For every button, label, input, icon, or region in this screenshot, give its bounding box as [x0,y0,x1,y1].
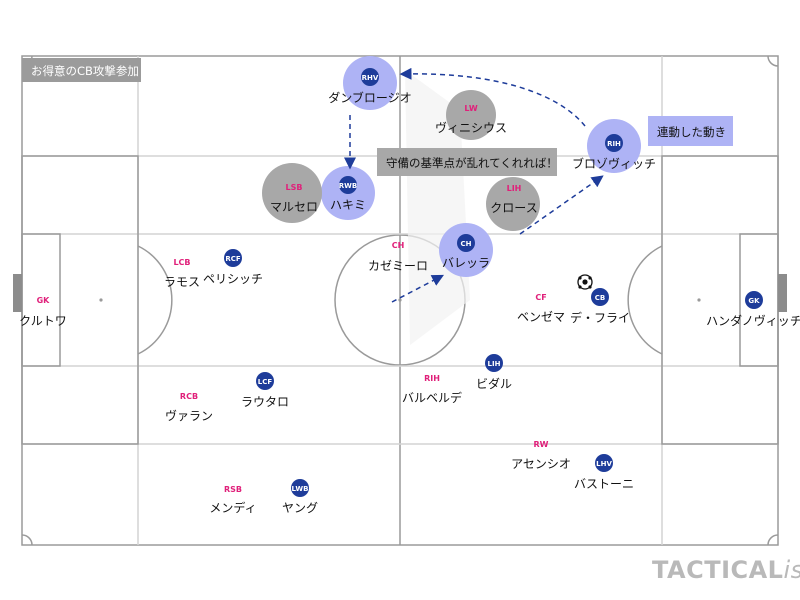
brand-logo: TACTICALista [652,556,800,584]
away-player-name-cb: デ・フライ [570,310,630,325]
right-penalty-spot [697,298,701,302]
home-player-pos-rcb: RCB [180,392,198,401]
home-player-pos-lih: LIH [507,184,522,193]
away-player-name-lwb: ヤング [282,501,318,515]
left-penalty-spot [99,298,103,302]
space-shading [405,70,470,345]
away-player-pos-gk: GK [748,297,760,305]
away-player-name-rih: ブロゾヴィッチ [572,156,656,171]
away-player-marker-rih [605,134,623,152]
title-box-text: お得意のCB攻撃参加 [31,64,139,78]
arrow-cb-run [391,274,444,303]
home-player-name-lcb: ラモス [164,275,200,289]
left-penalty-arc [137,245,173,355]
away-player-name-rwb: ハキミ [330,198,366,212]
away-player-marker-gk [745,291,763,309]
away-player-marker-ch [457,234,475,252]
home-player-name-gk: クルトワ [19,314,67,328]
home-player-pos-lw: LW [464,104,477,113]
left-goal [13,274,22,312]
away-player-marker-lih [485,354,503,372]
highlight-lih [486,177,540,231]
highlight-lw [446,90,496,140]
brand-text-italic: ista [783,556,800,584]
away-player-name-gk: ハンダノヴィッチ [706,313,800,328]
corner-arc-bl [21,534,33,546]
home-player-name-rcb: ヴァラン [165,408,213,423]
highlight-lsb [262,163,322,223]
away-player-pos-rcf: RCF [225,255,241,263]
home-player-name-rih: バルベルデ [402,390,462,405]
away-player-marker-rcf [224,249,242,267]
away-player-marker-cb [591,288,609,306]
away-player-name-rcf: ペリシッチ [203,272,263,286]
home-player-name-rsb: メンディ [209,500,256,515]
home-player-pos-rsb: RSB [224,485,242,494]
callout-right-box [648,116,733,146]
away-player-pos-rih: RIH [607,140,621,148]
away-player-marker-lwb [291,479,309,497]
home-player-pos-lsb: LSB [286,183,303,192]
ball-icon [577,274,593,290]
away-player-pos-rwb: RWB [339,182,357,190]
away-player-pos-rhv: RHV [362,74,379,82]
home-player-name-lsb: マルセロ [270,200,318,214]
away-player-name-ch: バレッラ [442,256,490,270]
home-player-pos-rw: RW [534,440,549,449]
players-layer: GK クルトワ LCB ラモス RCB ヴァラン LSB マルセロ RSB メンディ CH カゼミーロ… [19,68,800,515]
callout-center-box [377,148,557,176]
callout-center-text: 守備の基準点が乱れてくれれば！ [386,156,558,170]
away-player-pos-lih: LIH [488,360,501,368]
movement-arrows [344,67,604,303]
right-penalty-arc [627,245,663,355]
home-player-pos-cf: CF [535,293,546,302]
away-player-name-lih: ビダル [476,376,512,391]
arrow-to-rih [519,175,604,235]
callout-right-text: 連動した動き [657,125,726,139]
away-player-pos-lcf: LCF [258,378,273,386]
away-player-name-lcf: ラウタロ [241,395,289,409]
away-player-pos-lwb: LWB [292,485,309,493]
home-player-pos-ch: CH [392,241,405,250]
away-player-marker-lcf [256,372,274,390]
corner-arc-tr [767,55,779,67]
away-player-pos-ch: CH [461,240,472,248]
home-player-name-rw: アセンシオ [511,457,571,471]
home-player-pos-gk: GK [37,296,51,305]
center-spot [398,298,402,302]
arrow-rih-to-rhv [399,67,586,127]
away-player-marker-rwb [339,176,357,194]
corner-arc-br [767,534,779,546]
away-player-marker-rhv [361,68,379,86]
home-player-name-lw: ヴィニシウス [435,120,507,135]
title-box [22,58,141,82]
away-player-marker-lhv [595,454,613,472]
away-player-pos-lhv: LHV [596,460,612,468]
away-player-name-lhv: バストーニ [574,477,634,491]
home-player-pos-rih: RIH [424,374,440,383]
home-player-pos-lcb: LCB [173,258,190,267]
brand-text-main: TACTICAL [652,556,784,584]
away-player-pos-cb: CB [595,294,605,302]
right-goal [778,274,787,312]
home-player-name-lih: クロース [490,201,537,215]
home-player-name-ch: カゼミーロ [368,259,428,273]
home-player-name-cf: ベンゼマ [517,310,565,324]
away-player-name-rhv: ダンブロージオ [328,90,411,105]
